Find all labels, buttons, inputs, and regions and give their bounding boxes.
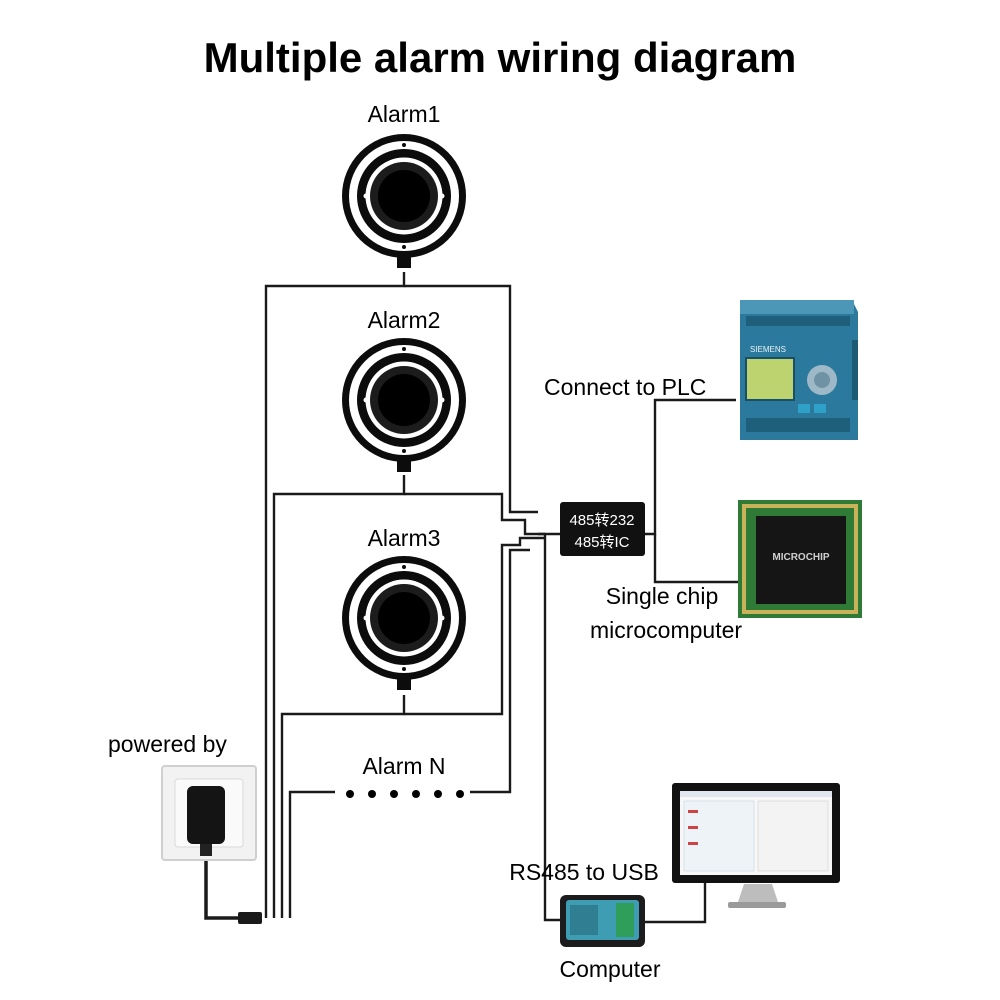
- converter-line-1: 485转232: [569, 512, 634, 529]
- computer-label: Computer: [560, 956, 661, 982]
- page-title: Multiple alarm wiring diagram: [204, 34, 797, 81]
- mcu-label-line-1: Single chip: [606, 583, 719, 609]
- computer-monitor: [672, 783, 840, 908]
- power-adapter-icon: [187, 786, 225, 844]
- alarm-3: Alarm3: [340, 525, 468, 692]
- plc-icon: [740, 300, 858, 440]
- ellipsis-dots: [346, 790, 464, 798]
- alarm-icon: [340, 554, 468, 692]
- rs485-usb-converter: RS485 to USB Computer: [509, 859, 661, 982]
- mcu-brand: MICROCHIP: [772, 552, 830, 563]
- alarm-2: Alarm2: [340, 307, 468, 474]
- alarm-label: Alarm2: [368, 307, 441, 333]
- power-label: powered by: [108, 731, 227, 757]
- alarm-icon: [340, 336, 468, 474]
- power-supply: powered by: [108, 731, 262, 924]
- converter-chip: 485转232 485转IC: [560, 502, 645, 556]
- plc-brand: SIEMENS: [750, 345, 786, 354]
- bus-wires: [204, 272, 740, 924]
- microcontroller: MICROCHIP Single chip microcomputer: [590, 500, 862, 643]
- plc-module: Connect to PLC SIEMENS: [544, 300, 858, 440]
- alarm-n-label: Alarm N: [362, 753, 445, 779]
- alarm-icon: [340, 132, 468, 270]
- alarm-1: Alarm1: [340, 101, 468, 270]
- mcu-chip-icon: [756, 516, 846, 604]
- dc-plug-icon: [238, 912, 262, 924]
- alarm-n: Alarm N: [346, 753, 464, 798]
- plc-screen: [745, 357, 795, 401]
- converter-line-2: 485转IC: [574, 534, 629, 551]
- usb-converter-label: RS485 to USB: [509, 859, 659, 885]
- plc-label: Connect to PLC: [544, 374, 706, 400]
- alarm-label: Alarm3: [368, 525, 441, 551]
- mcu-label-line-2: microcomputer: [590, 617, 742, 643]
- alarm-label: Alarm1: [368, 101, 441, 127]
